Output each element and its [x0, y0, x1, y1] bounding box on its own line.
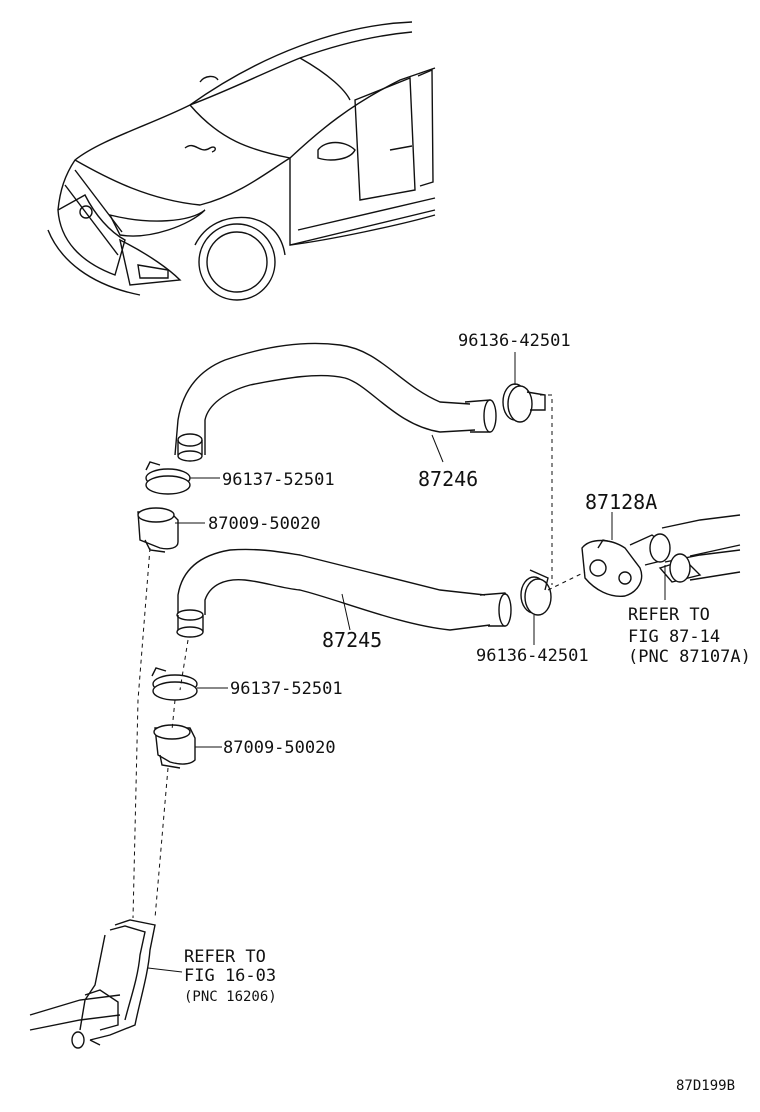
- valve-87128a-graphic: [581, 514, 741, 597]
- label-clamp-lower-right: 96136-42501: [476, 646, 589, 666]
- label-fitting-upper: 87009-50020: [208, 514, 321, 534]
- clamp-lower-right-graphic: [520, 569, 552, 616]
- leader-lines: [147, 352, 666, 973]
- vehicle-illustration: [47, 21, 436, 301]
- clamp-upper-right-graphic: [502, 383, 546, 423]
- hose-upper-graphic: [174, 342, 497, 462]
- reference-right-line3: (PNC 87107A): [628, 647, 751, 667]
- reference-right-line2: FIG 87-14: [628, 627, 720, 647]
- label-hose-lower: 87245: [322, 628, 382, 652]
- label-hose-upper: 87246: [418, 467, 478, 491]
- label-fitting-lower: 87009-50020: [223, 738, 336, 758]
- connection-lines: [132, 394, 586, 919]
- fitting-lower-graphic: [153, 724, 196, 769]
- hose-lower-graphic: [176, 548, 512, 638]
- figure-code: 87D199B: [676, 1078, 735, 1094]
- reference-bottom-line2: FIG 16-03: [184, 966, 276, 986]
- reference-note-bottom: REFER TO FIG 16-03 (PNC 16206): [184, 947, 277, 1005]
- clamp-upper-left-graphic: [145, 461, 191, 495]
- bracket-bottom-graphic: [29, 919, 156, 1049]
- reference-bottom-line3: (PNC 16206): [184, 989, 277, 1005]
- label-clamp-upper-left: 96137-52501: [222, 470, 335, 490]
- fitting-upper-graphic: [137, 507, 179, 553]
- label-clamp-upper-right: 96136-42501: [458, 331, 571, 351]
- reference-right-line1: REFER TO: [628, 605, 710, 625]
- label-clamp-lower-left: 96137-52501: [230, 679, 343, 699]
- clamp-lower-left-graphic: [151, 667, 198, 701]
- reference-bottom-line1: REFER TO: [184, 947, 266, 967]
- reference-note-right: REFER TO FIG 87-14 (PNC 87107A): [628, 605, 751, 667]
- label-valve: 87128A: [585, 490, 657, 514]
